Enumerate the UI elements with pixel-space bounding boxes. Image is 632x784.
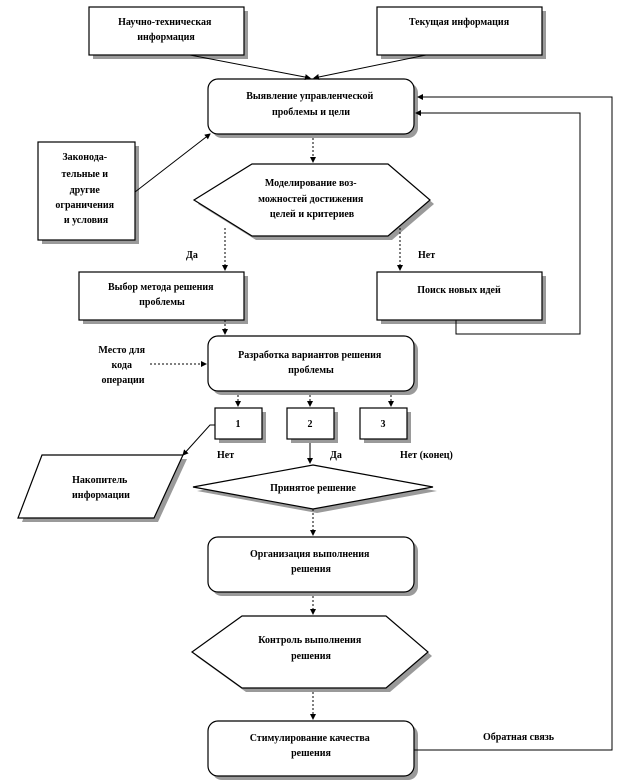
- label-no-option1: Нет: [217, 450, 234, 461]
- connectors: [134, 54, 613, 751]
- label-no-right: Нет: [418, 250, 435, 261]
- svg-text:Выбор метода решения про: Выбор метода решения проблемы: [108, 282, 216, 308]
- option-box-1: 1: [214, 407, 266, 443]
- svg-text:1: 1: [236, 419, 241, 430]
- label-yes-option2: Да: [330, 450, 342, 461]
- organize-execution-box: Организация выполнения решения: [207, 536, 418, 596]
- svg-text:Законода- тельные и: Законода- тельные и другие ограничения и…: [55, 152, 116, 226]
- svg-text:Моделирование воз- можно: Моделирование воз- можностей достижения …: [258, 178, 366, 220]
- method-selection-box: Выбор метода решения проблемы: [78, 271, 248, 324]
- sci-info-box: Научно-техническая информация: [88, 6, 248, 59]
- svg-text:Научно-техническая инфор: Научно-техническая информация: [118, 17, 214, 43]
- label-no-end: Нет (конец): [400, 450, 453, 461]
- svg-text:2: 2: [308, 419, 313, 430]
- current-info-box: Текущая информация: [376, 6, 546, 59]
- information-storage-parallelogram: Накопитель информации: [17, 454, 187, 522]
- modeling-hexagon: Моделирование воз- можностей достижения …: [192, 163, 434, 240]
- option-box-3: 3: [359, 407, 411, 443]
- option-box-2: 2: [286, 407, 338, 443]
- svg-text:Место для кода опе: Место для кода операции: [98, 345, 147, 386]
- develop-alternatives-box: Разработка вариантов решения проблемы: [207, 335, 418, 395]
- label-feedback: Обратная связь: [483, 732, 555, 743]
- svg-text:Поиск новых идей: Поиск новых идей: [417, 285, 501, 296]
- svg-text:Выявление управленческой: Выявление управленческой проблемы и цели: [246, 91, 376, 118]
- operation-code-label: Место для кода операции: [98, 345, 147, 386]
- svg-text:Текущая информация: Текущая информация: [409, 17, 510, 28]
- control-hexagon: Контроль выполнения решения: [190, 615, 432, 692]
- svg-text:Организация выполнения р: Организация выполнения решения: [250, 549, 372, 575]
- new-ideas-box: Поиск новых идей: [376, 271, 546, 324]
- label-yes-left: Да: [186, 250, 198, 261]
- svg-text:3: 3: [381, 419, 386, 430]
- stimulate-quality-box: Стимулирование качества решения: [207, 720, 418, 780]
- legal-constraints-box: Законода- тельные и другие ограничения и…: [37, 141, 139, 244]
- problem-identification-box: Выявление управленческой проблемы и цели: [207, 78, 418, 138]
- accepted-decision-diamond: Принятое решение: [192, 464, 437, 513]
- svg-text:Стимулирование качества: Стимулирование качества решения: [250, 733, 373, 759]
- svg-text:Разработка вариантов решения: Разработка вариантов решения проблемы: [238, 350, 384, 376]
- svg-text:Накопитель информации: Накопитель информации: [72, 475, 130, 501]
- svg-text:Контроль выполнения реше: Контроль выполнения решения: [258, 635, 363, 662]
- svg-text:Принятое решение: Принятое решение: [270, 483, 356, 494]
